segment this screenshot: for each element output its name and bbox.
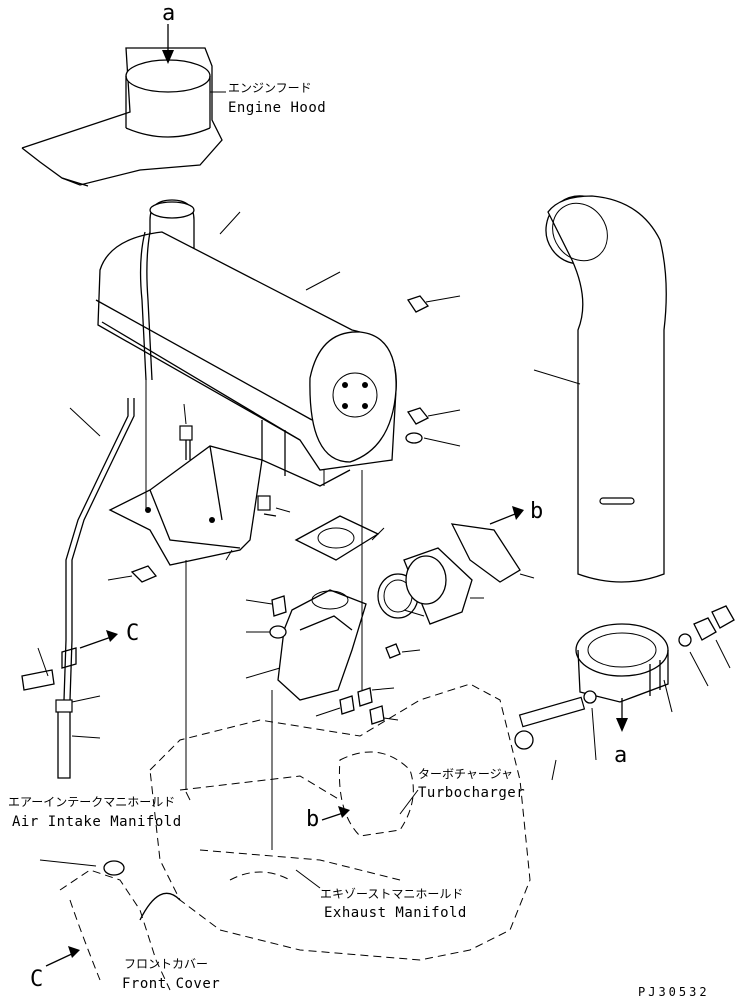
air-intake-label-en: Air Intake Manifold <box>12 814 182 830</box>
drawing-code: PJ30532 <box>638 985 710 999</box>
svg-text:b: b <box>306 807 319 832</box>
svg-text:b: b <box>530 499 543 524</box>
engine-hood-drawing <box>21 47 223 187</box>
intake-pipe-drawing <box>21 398 135 779</box>
turbocharger-label-en: Turbocharger <box>418 785 525 801</box>
svg-text:C: C <box>30 967 43 992</box>
front-cover-label-en: Front Cover <box>122 976 220 992</box>
air-intake-label-jp: エアーインテークマニホールド <box>8 795 175 809</box>
engine-hood-label-jp: エンジンフード <box>228 81 312 95</box>
pipe-clamp-drawing <box>514 605 735 750</box>
ref-b-gasket: b <box>489 499 543 525</box>
svg-text:a: a <box>162 1 175 26</box>
turbocharger-label-jp: ターボチャージャ <box>418 767 513 781</box>
exhaust-manifold-label-jp: エキゾーストマニホールド <box>320 887 463 901</box>
ref-c-front: C <box>30 946 80 992</box>
muffler-bracket-drawing <box>108 425 277 583</box>
svg-text:C: C <box>126 621 139 646</box>
muffler-drawing <box>95 199 397 487</box>
exhaust-adapter-drawing <box>269 589 401 725</box>
front-cover-label-jp: フロントカバー <box>124 957 208 971</box>
ref-b-turbo: b <box>306 806 350 832</box>
ref-c-pipe: C <box>79 621 139 649</box>
gasket-drawing <box>294 515 521 625</box>
exhaust-manifold-label-en: Exhaust Manifold <box>324 905 467 921</box>
ref-a-top: a <box>162 1 175 64</box>
svg-text:a: a <box>614 743 627 768</box>
engine-outline-drawing <box>59 683 531 991</box>
ref-a-clamp: a <box>614 698 628 768</box>
engine-hood-label-en: Engine Hood <box>228 100 326 116</box>
tail-pipe-drawing <box>545 195 667 583</box>
muffler-nuts-drawing <box>405 295 430 444</box>
